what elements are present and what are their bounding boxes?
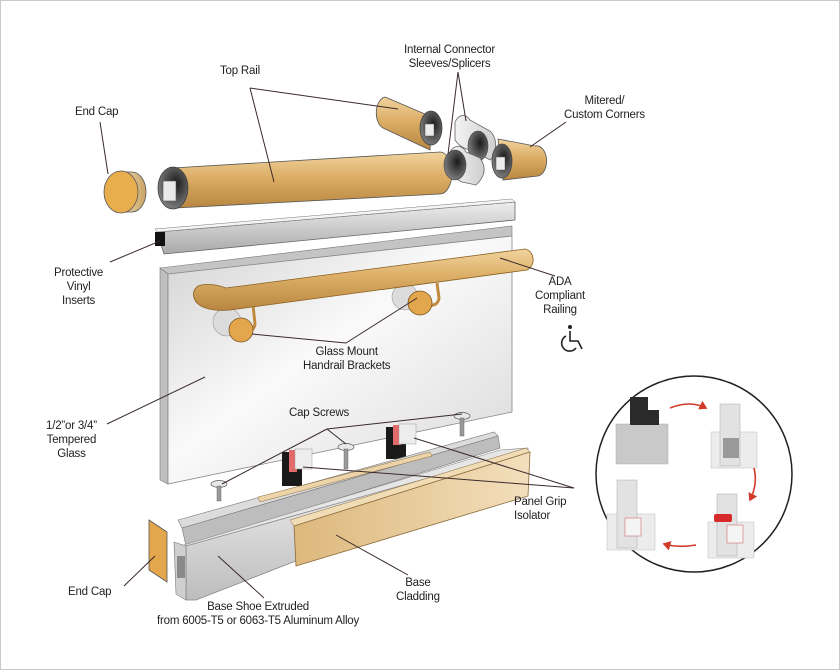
label-text: 1/2”or 3/4”	[46, 420, 97, 432]
mitered-corner	[491, 138, 548, 181]
leader-lines	[99, 71, 575, 599]
label-text: Handrail Brackets	[303, 360, 391, 372]
label-vinyl-inserts: Protective Vinyl Inserts	[54, 266, 103, 308]
leader-cladding	[335, 534, 409, 576]
leader-isolator-left	[302, 466, 575, 489]
leader-ada	[499, 257, 556, 277]
arrow-step-3-to-4	[662, 541, 697, 551]
label-cap-screws: Cap Screws	[289, 406, 349, 420]
label-text: Mitered/	[584, 95, 625, 107]
label-text: Compliant	[535, 290, 585, 302]
label-ada-railing: ADA Compliant Railing	[535, 275, 585, 317]
label-text: End Cap	[68, 586, 112, 598]
top-rail-long	[157, 151, 453, 210]
leader-bracket-left	[251, 333, 347, 344]
install-step-2	[710, 403, 758, 469]
label-tempered-glass: 1/2”or 3/4” Tempered Glass	[46, 419, 97, 461]
label-text: Custom Corners	[564, 109, 645, 121]
leader-end-cap-bottom	[123, 555, 156, 587]
label-text: Vinyl	[66, 281, 91, 293]
install-step-4	[606, 479, 656, 551]
vinyl-insert-channel	[154, 198, 516, 255]
leader-cap-screw-mid	[326, 428, 347, 445]
end-cap-bottom	[148, 519, 168, 583]
cap-screw	[210, 480, 228, 502]
label-text: Tempered	[46, 434, 97, 446]
leader-bracket-right	[345, 297, 418, 344]
install-step-3	[707, 493, 755, 559]
connector-sleeve-lower	[443, 146, 485, 186]
leader-vinyl	[109, 240, 161, 263]
label-text: ADA	[548, 276, 572, 288]
label-text: Cladding	[396, 591, 440, 603]
label-handrail-brackets: Glass Mount Handrail Brackets	[303, 345, 391, 373]
leader-cap-screw-left	[221, 428, 328, 485]
leader-glass	[106, 376, 206, 425]
label-text: Sleeves/Splicers	[408, 58, 491, 70]
handrail-bracket-left	[212, 304, 257, 343]
leader-connector-upper	[457, 71, 467, 122]
label-text: Cap Screws	[289, 407, 349, 419]
leader-mitered	[529, 121, 567, 148]
cap-screws	[210, 412, 471, 502]
leader-top-rail-long	[249, 87, 275, 183]
leader-end-cap-top	[99, 121, 109, 175]
label-base-shoe: Base Shoe Extruded from 6005-T5 or 6063-…	[157, 600, 359, 628]
cap-screw	[453, 412, 471, 437]
arrow-step-1-to-2	[669, 400, 708, 410]
leader-connector-lower	[447, 71, 459, 155]
leader-top-rail-short	[249, 87, 399, 110]
label-text: from 6005-T5 or 6063-T5 Aluminum Alloy	[157, 615, 360, 627]
label-text: Base	[405, 577, 431, 589]
label-top-rail: Top Rail	[220, 64, 260, 78]
label-text: Internal Connector	[404, 44, 496, 56]
leader-base-shoe	[217, 555, 265, 599]
label-end-cap-top: End Cap	[75, 105, 119, 119]
ada-handrail	[193, 248, 534, 311]
label-text: Protective	[54, 267, 104, 279]
label-mitered-corners: Mitered/ Custom Corners	[564, 94, 645, 122]
label-text: Base Shoe Extruded	[207, 601, 309, 613]
label-end-cap-bottom: End Cap	[68, 585, 112, 599]
panel-grip-isolator-right	[386, 423, 417, 459]
handrail-bracket-right	[391, 282, 441, 316]
label-text: End Cap	[75, 106, 119, 118]
arrow-step-2-to-3	[748, 467, 758, 502]
leader-isolator-right	[413, 437, 575, 489]
label-text: Glass Mount	[315, 346, 379, 358]
panel-grip-install-sequence	[595, 375, 793, 573]
connector-sleeve-upper	[454, 115, 497, 162]
label-base-cladding: Base Cladding	[396, 576, 440, 604]
label-text: Isolator	[514, 510, 551, 522]
top-rail-short	[375, 96, 443, 151]
panel-grip-isolator-left	[282, 448, 313, 486]
label-text: Top Rail	[220, 65, 260, 77]
end-cap-top	[103, 170, 147, 214]
cap-screw	[337, 443, 355, 470]
label-panel-grip-isolator: Panel Grip Isolator	[514, 495, 567, 523]
leader-cap-screw-right	[326, 413, 463, 430]
label-text: Railing	[543, 304, 577, 316]
label-text: Inserts	[62, 295, 96, 307]
label-text: Panel Grip	[514, 496, 567, 508]
label-text: Glass	[57, 448, 86, 460]
wheelchair-icon	[560, 325, 583, 352]
install-step-1	[615, 397, 669, 465]
label-connector-sleeves: Internal Connector Sleeves/Splicers	[404, 43, 495, 71]
